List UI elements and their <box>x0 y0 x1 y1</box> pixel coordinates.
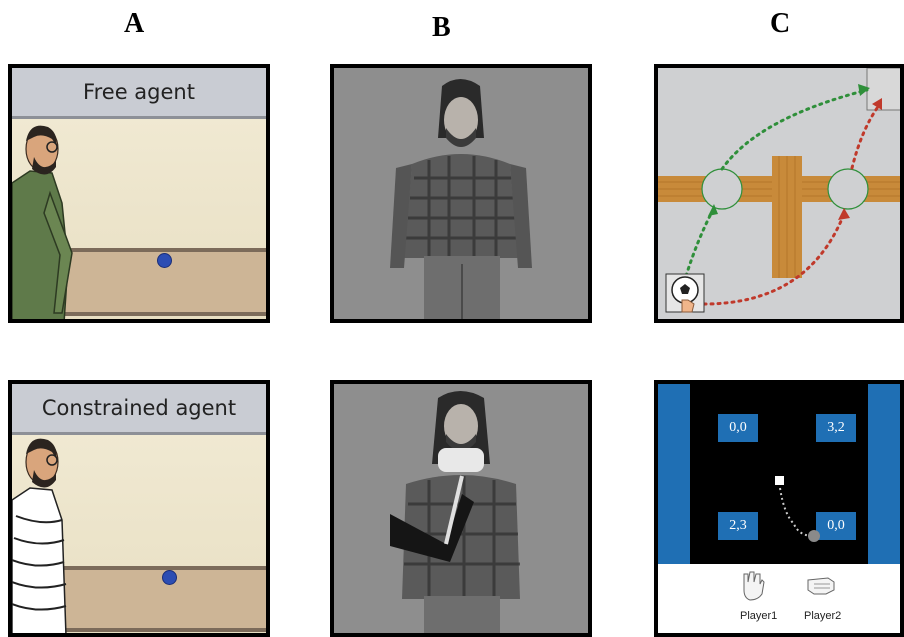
payoff-top-left: 0,0 <box>718 414 758 442</box>
panel-a-constrained-agent: Constrained agent <box>8 380 270 637</box>
player2-hand-icon <box>807 577 835 595</box>
rail-lower <box>12 628 266 632</box>
game-path <box>775 476 820 542</box>
panel-c-payoff-game: 0,0 3,2 2,3 0,0 Player1 Player2 <box>654 380 904 637</box>
person-with-sling-image <box>334 384 588 633</box>
target-ball <box>157 253 172 268</box>
side-bar-right <box>868 384 900 564</box>
route-diagram <box>658 68 900 319</box>
panel-title-constrained-agent: Constrained agent <box>12 384 266 435</box>
green-path <box>684 88 869 278</box>
gap-right <box>827 168 869 210</box>
payoff-bottom-right: 0,0 <box>816 512 856 540</box>
player2-label: Player2 <box>804 610 842 622</box>
rail-upper <box>12 566 266 570</box>
column-label-a: A <box>124 8 145 39</box>
side-bar-left <box>658 384 690 564</box>
player-cursor <box>808 530 820 542</box>
column-label-b: B <box>432 12 451 43</box>
column-label-c: C <box>770 8 791 39</box>
payoff-bottom-left: 2,3 <box>718 512 758 540</box>
free-agent-figure <box>12 125 73 319</box>
rail-upper <box>12 248 266 252</box>
constrained-agent-figure <box>12 438 67 633</box>
bottom-area <box>658 564 900 633</box>
payoff-top-right: 3,2 <box>816 414 856 442</box>
panel-title-free-agent: Free agent <box>12 68 266 119</box>
person-standing-image <box>334 68 588 319</box>
hand-pointer-icon <box>681 299 695 313</box>
player1-label: Player1 <box>740 610 778 622</box>
panel-b-photo-b: b <box>330 380 592 637</box>
rail-lower <box>12 312 266 316</box>
panel-a-free-agent: Free agent <box>8 64 270 323</box>
target-square <box>775 476 784 485</box>
target-ball <box>162 570 177 585</box>
player1-hand-icon <box>743 571 765 601</box>
dotted-trajectory <box>779 487 811 537</box>
panel-b-photo-a: a <box>330 64 592 323</box>
panel-c-route-diagram <box>654 64 904 323</box>
gap-left <box>701 168 743 210</box>
goal-box <box>866 68 900 111</box>
red-path <box>702 102 882 306</box>
